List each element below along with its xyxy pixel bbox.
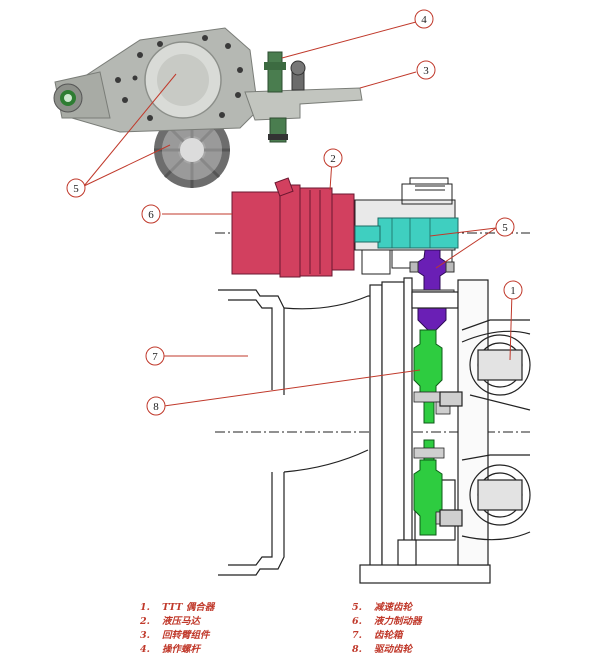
callout-marker-8: 8	[146, 396, 166, 416]
legend-item: 1.TTT 偶合器	[140, 602, 215, 613]
svg-text:6: 6	[148, 209, 154, 221]
callout-marker-5-right: 5	[495, 217, 515, 237]
legend-item: 2.液压马达	[140, 616, 201, 627]
callout-marker-2: 2	[323, 148, 343, 168]
legend-item: 4.操作螺杆	[140, 644, 201, 655]
legend-item: 8.驱动齿轮	[352, 644, 413, 655]
callout-marker-6: 6	[141, 204, 161, 224]
legend-item: 6.液力制动器	[352, 616, 422, 627]
legend-item: 3.回转臂组件	[140, 630, 210, 641]
callout-marker-5-top: 5	[66, 178, 86, 198]
callout-marker-7: 7	[145, 346, 165, 366]
purple-gear	[409, 249, 455, 331]
svg-text:4: 4	[421, 14, 427, 26]
svg-text:8: 8	[153, 401, 159, 413]
ttt-coupler	[439, 279, 531, 566]
gearbox-housing	[218, 289, 372, 576]
cyan-shaft	[354, 217, 459, 249]
callout-marker-4: 4	[414, 9, 434, 29]
photo-screw	[264, 51, 306, 143]
photo-assembly	[53, 27, 363, 188]
callout-marker-1: 1	[503, 280, 523, 300]
callout-marker-3: 3	[416, 60, 436, 80]
photo-gear	[154, 112, 230, 188]
hydraulic-motor	[231, 177, 381, 278]
legend-item: 7.齿轮箱	[352, 630, 403, 641]
svg-text:5: 5	[73, 183, 79, 195]
callout-lines	[83, 21, 513, 407]
svg-text:7: 7	[152, 351, 158, 363]
svg-text:5: 5	[502, 222, 508, 234]
svg-text:3: 3	[423, 65, 429, 77]
cross-section-drawing	[215, 177, 531, 584]
green-gear	[413, 329, 443, 536]
legend-item: 5.减速齿轮	[352, 602, 413, 613]
svg-text:2: 2	[330, 153, 336, 165]
svg-text:1: 1	[510, 285, 516, 297]
